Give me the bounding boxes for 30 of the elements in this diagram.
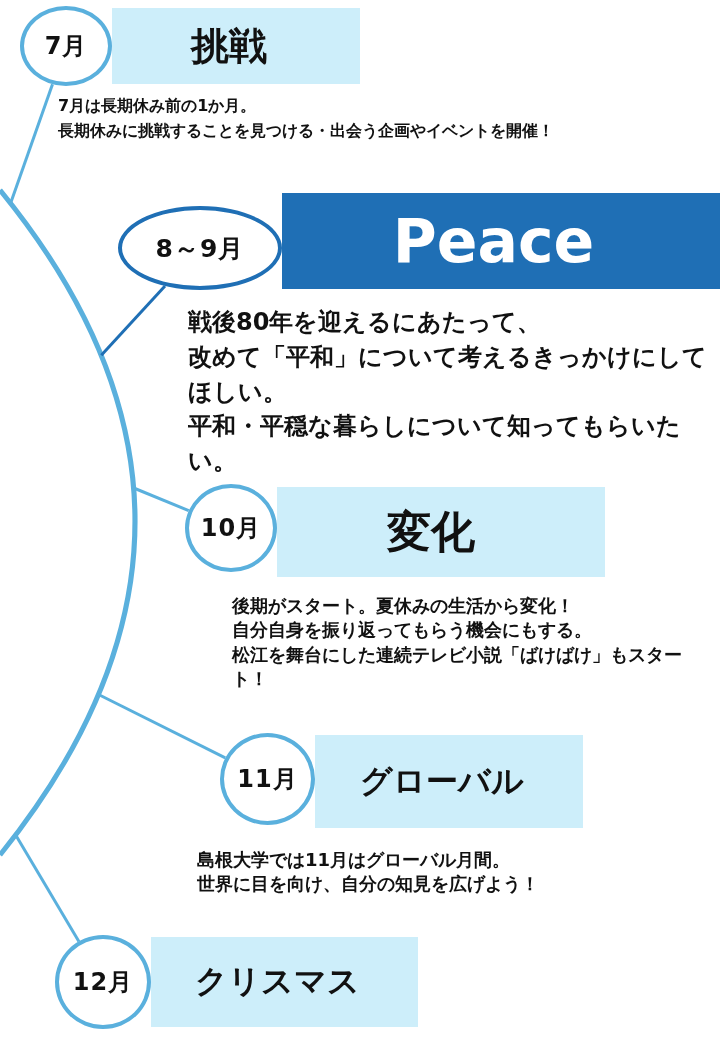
description-text: 後期がスタート。夏休みの生活から変化！ <box>232 594 575 618</box>
description-text: 平和・平穏な暮らしについて知ってもらいたい。 <box>188 411 682 478</box>
connector-line <box>97 693 226 760</box>
month-label: 12月 <box>72 967 134 998</box>
theme-title: 挑戦 <box>190 22 267 70</box>
description-text: 改めて「平和」について考えるきっかけにしてほしい。 <box>188 341 708 408</box>
month-label: 8～9月 <box>155 232 245 265</box>
title-band <box>112 8 360 84</box>
description-text: 長期休みに挑戦することを見つける・出会う企画やイベントを開催！ <box>58 119 555 142</box>
timeline-curve <box>0 188 138 857</box>
connector-line <box>9 83 54 204</box>
title-band <box>151 937 418 1027</box>
theme-title: クリスマス <box>194 961 360 1002</box>
description-text: 世界に目を向け、自分の知見を広げよう！ <box>197 872 540 897</box>
month-label: 10月 <box>200 513 262 544</box>
connector-line <box>133 486 190 512</box>
title-band <box>277 487 605 577</box>
month-label: 7月 <box>44 31 88 62</box>
description-text: 自分自身を振り返ってもらう機会にもする。 <box>232 618 593 643</box>
theme-title: グローバル <box>359 760 524 802</box>
description-text: 島根大学では11月はグローバル月間。 <box>197 848 512 872</box>
description-text: 松江を舞台にした連続テレビ小説「ばけばけ」もスタート！ <box>232 642 683 691</box>
connector-line <box>14 834 81 943</box>
theme-title: Peace <box>392 206 595 276</box>
title-band <box>315 735 583 828</box>
description-text: 戦後80年を迎えるにあたって、 <box>188 307 543 338</box>
title-band <box>282 193 720 289</box>
month-label: 11月 <box>237 764 298 795</box>
description-text: 7月は長期休み前の1か月。 <box>58 95 258 117</box>
theme-title: 変化 <box>387 504 475 559</box>
